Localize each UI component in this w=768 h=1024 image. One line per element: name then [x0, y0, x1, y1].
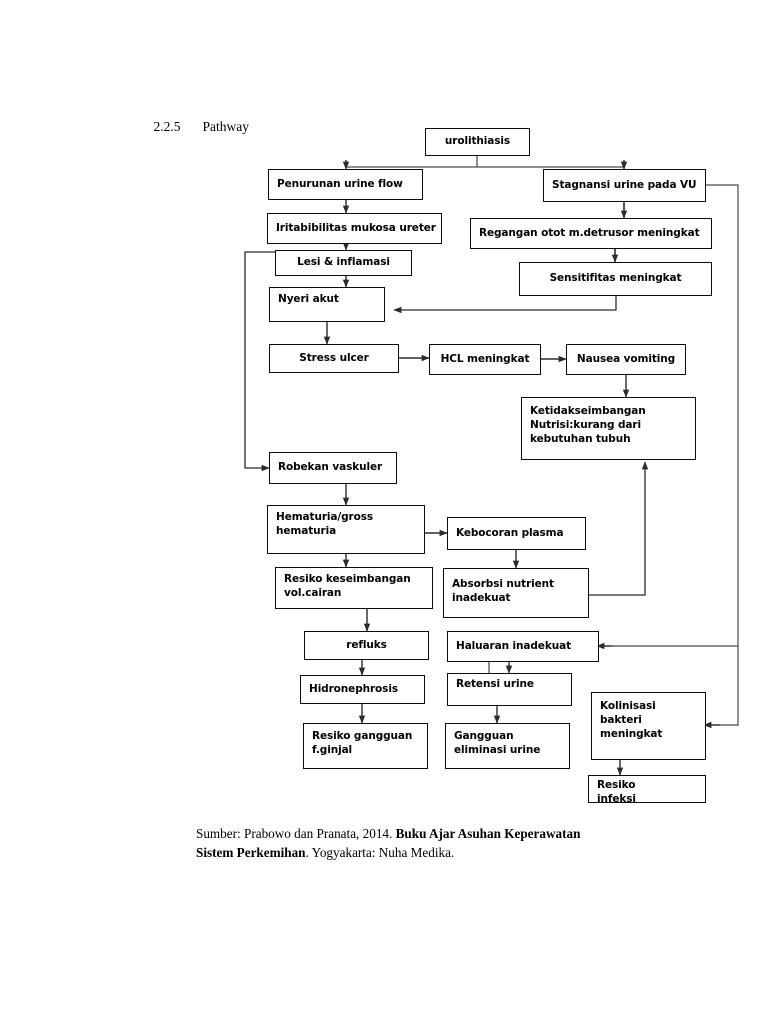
node-kebocoran-plasma[interactable]: Kebocoran plasma — [447, 517, 586, 550]
node-label: Kolinisasi bakteri meningkat — [600, 700, 663, 740]
node-label: urolithiasis — [444, 135, 511, 148]
citation-line1-plain: Sumber: Prabowo dan Pranata, 2014. — [196, 826, 396, 841]
node-absorbsi-nutrient-inadekuat[interactable]: Absorbsi nutrient inadekuat — [443, 568, 589, 618]
node-hematuria-gross[interactable]: Hematuria/gross hematuria — [267, 505, 425, 554]
node-robekan-vaskuler[interactable]: Robekan vaskuler — [269, 452, 397, 484]
node-label: refluks — [346, 638, 387, 651]
node-regangan-otot-detrusor[interactable]: Regangan otot m.detrusor meningkat — [470, 218, 712, 249]
node-ketidakseimbangan-nutrisi[interactable]: Ketidakseimbangan Nutrisi:kurang dari ke… — [521, 397, 696, 460]
node-hcl-meningkat[interactable]: HCL meningkat — [429, 344, 541, 375]
edge-lesi-robekan — [244, 251, 275, 472]
node-label: Absorbsi nutrient inadekuat — [452, 578, 554, 604]
node-label: Ketidakseimbangan Nutrisi:kurang dari ke… — [530, 405, 646, 445]
source-citation: Sumber: Prabowo dan Pranata, 2014. Buku … — [196, 824, 716, 862]
flowchart-edges — [244, 156, 739, 776]
node-hidronephrosis[interactable]: Hidronephrosis — [300, 675, 425, 704]
node-label: Lesi & inflamasi — [297, 256, 390, 269]
citation-line1-bold: Buku Ajar Asuhan Keperawatan — [395, 826, 581, 841]
node-label: Haluaran inadekuat — [456, 639, 571, 652]
node-label: Iritabibilitas mukosa ureter — [276, 221, 436, 234]
node-urolithiasis[interactable]: urolithiasis — [425, 128, 530, 156]
node-haluaran-inadekuat[interactable]: Haluaran inadekuat — [447, 631, 599, 662]
node-label: Robekan vaskuler — [278, 461, 383, 474]
section-number: 2.2.5 — [153, 119, 181, 134]
node-gangguan-eliminasi-urine[interactable]: Gangguan eliminasi urine — [445, 723, 570, 769]
node-iritabibilitas-mukosa-ureter[interactable]: Iritabibilitas mukosa ureter — [267, 213, 442, 244]
node-resiko-infeksi[interactable]: Resiko infeksi — [588, 775, 706, 803]
node-label: Resiko gangguan f.ginjal — [312, 730, 413, 756]
edge-sensitifitas-nyeri — [393, 296, 617, 314]
node-stress-ulcer[interactable]: Stress ulcer — [269, 344, 399, 373]
node-label: Hematuria/gross hematuria — [276, 511, 374, 537]
node-resiko-gangguan-fginjal[interactable]: Resiko gangguan f.ginjal — [303, 723, 428, 769]
pathway-flowchart: urolithiasis Penurunan urine flow Stagna… — [244, 128, 739, 803]
node-label: Regangan otot m.detrusor meningkat — [479, 226, 700, 239]
node-label: Penurunan urine flow — [277, 177, 403, 190]
node-label: Gangguan eliminasi urine — [454, 730, 541, 756]
node-refluks[interactable]: refluks — [304, 631, 429, 660]
node-label: Resiko keseimbangan vol.cairan — [284, 573, 411, 599]
node-label: Nausea vomiting — [576, 352, 676, 365]
node-nausea-vomiting[interactable]: Nausea vomiting — [566, 344, 686, 375]
node-label: Kebocoran plasma — [456, 526, 564, 539]
citation-line2-bold: Sistem Perkemihan — [196, 845, 306, 861]
node-label: HCL meningkat — [440, 352, 530, 365]
edge-right-bus-line — [599, 184, 739, 647]
section-title: Pathway — [202, 119, 250, 134]
node-stagnansi-urine-pada-vu[interactable]: Stagnansi urine pada VU — [543, 169, 706, 202]
node-label: Sensitifitas meningkat — [549, 272, 682, 285]
node-label: Stagnansi urine pada VU — [552, 178, 697, 191]
node-label: Stress ulcer — [299, 351, 369, 364]
node-penurunan-urine-flow[interactable]: Penurunan urine flow — [268, 169, 423, 200]
node-resiko-keseimbangan-vol-cairan[interactable]: Resiko keseimbangan vol.cairan — [275, 567, 433, 609]
node-label: Retensi urine — [456, 678, 534, 690]
node-kolinisasi-bakteri-meningkat[interactable]: Kolinisasi bakteri meningkat — [591, 692, 706, 760]
node-nyeri-akut[interactable]: Nyeri akut — [269, 287, 385, 322]
node-retensi-urine[interactable]: Retensi urine — [447, 673, 572, 706]
node-lesi-inflamasi[interactable]: Lesi & inflamasi — [275, 250, 412, 276]
node-sensitifitas-meningkat[interactable]: Sensitifitas meningkat — [519, 262, 712, 296]
node-label: Nyeri akut — [278, 293, 339, 305]
node-label: Hidronephrosis — [309, 682, 398, 695]
section-heading: 2.2.5 Pathway — [140, 103, 250, 151]
citation-line2-plain: . Yogyakarta: Nuha Medika. — [305, 845, 455, 861]
edge-absorbsi-ketidak — [589, 461, 649, 596]
node-label: Resiko infeksi — [597, 779, 636, 803]
edge-right-bus-branch — [706, 646, 739, 726]
